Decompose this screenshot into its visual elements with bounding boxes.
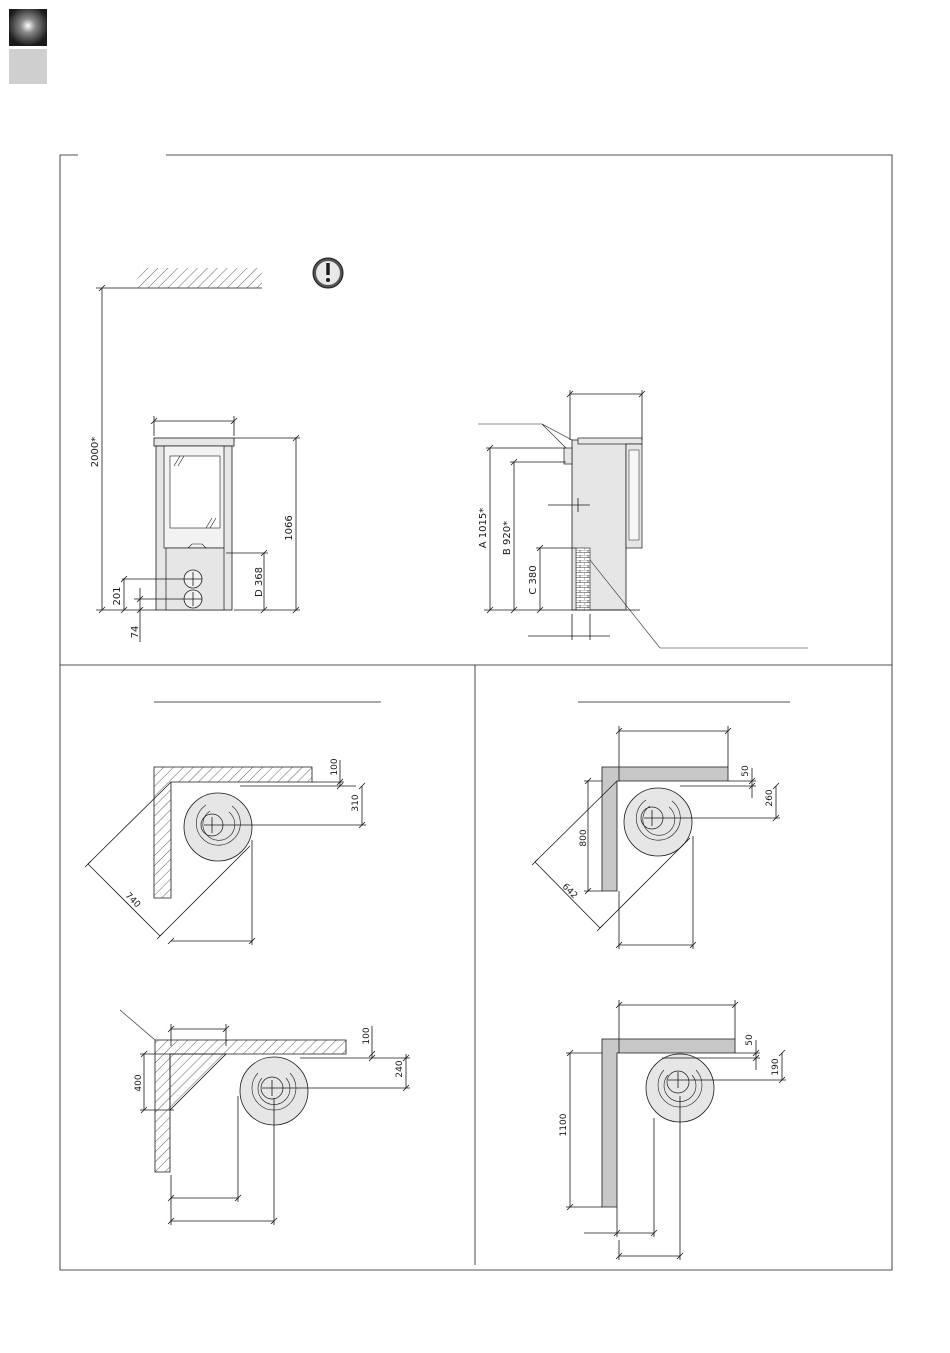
stove-glass [170, 456, 220, 528]
front-view: 2000* 1066 D 368 201 74 [90, 258, 343, 642]
dim-side-length: 1100 [559, 1113, 569, 1136]
dim-corner-depth: 400 [134, 1074, 144, 1091]
dim-outlet-spacing: 201 [112, 586, 123, 605]
exclamation-circle-icon [313, 258, 343, 288]
dim-a-height: A 1015* [478, 508, 489, 548]
dim-center-offset: 190 [771, 1058, 781, 1075]
dim-diagonal: 740 [123, 891, 142, 910]
dim-b-height: B 920* [502, 521, 513, 555]
stove-side-top [578, 438, 642, 444]
corner-diagram-combustible-top: 100 310 740 [85, 758, 366, 945]
stove-top-plate [154, 438, 234, 446]
corner-diagram-firewall-bottom: 50 190 1100 [559, 1000, 786, 1260]
dim-diagonal: 642 [560, 882, 579, 901]
outer-frame [60, 155, 892, 1270]
dim-outlet-d: D 368 [254, 567, 265, 597]
stone-lining [576, 548, 590, 610]
dim-total-height: 1066 [284, 515, 295, 540]
dim-c-height: C 380 [528, 565, 539, 594]
dim-center-offset: 240 [395, 1060, 405, 1077]
panel-combustible-wall: 100 310 740 [85, 702, 410, 1225]
dim-wall-gap: 100 [362, 1027, 372, 1044]
dim-wall-gap: 100 [330, 758, 340, 775]
dim-base-offset: 74 [130, 626, 141, 639]
panel-firewall: 50 260 800 642 [532, 702, 790, 1260]
corner-diagram-firewall-top: 50 260 800 642 [532, 726, 780, 949]
ceiling-hatch [138, 268, 262, 288]
stove-plan [184, 793, 252, 861]
dim-wall-gap: 50 [741, 765, 751, 777]
corner-diagram-combustible-bottom: 100 240 400 [120, 1010, 410, 1225]
dim-center-offset: 260 [765, 789, 775, 806]
side-view: A 1015* B 920* C 380 [478, 390, 808, 648]
dim-wall-gap: 50 [745, 1034, 755, 1046]
dim-side-length: 800 [579, 829, 589, 846]
dim-center-offset: 310 [351, 794, 361, 811]
dim-height-clearance: 2000* [90, 437, 101, 467]
